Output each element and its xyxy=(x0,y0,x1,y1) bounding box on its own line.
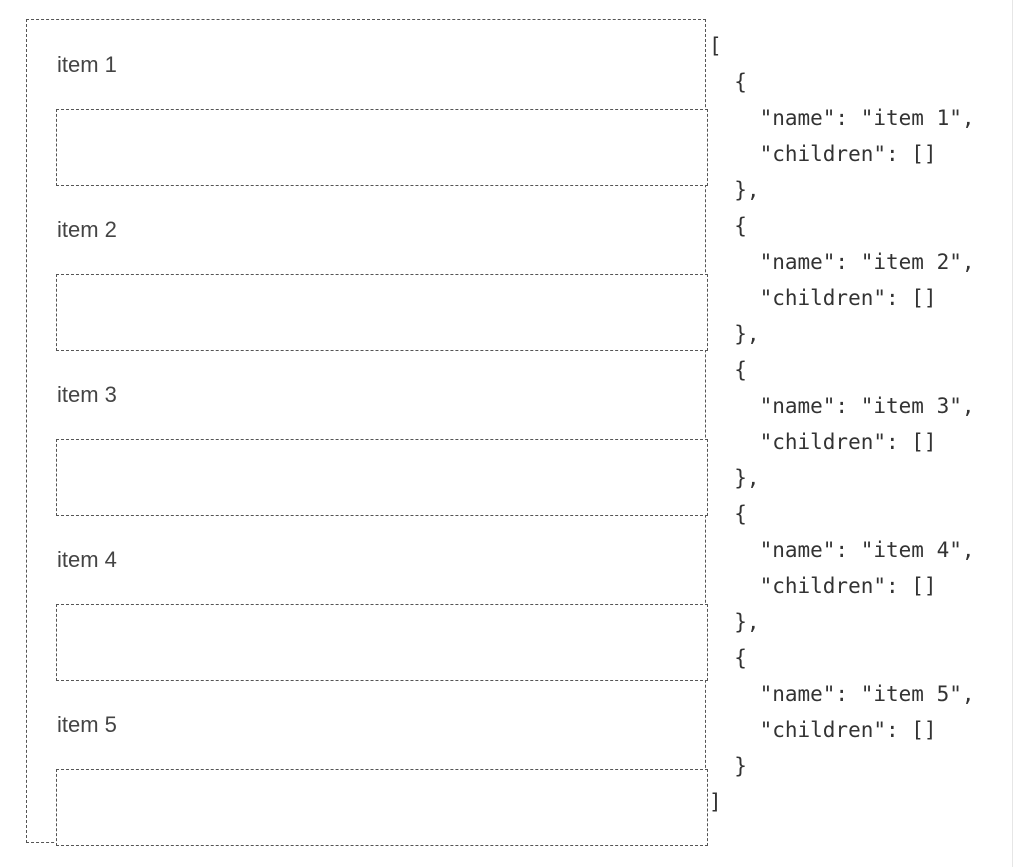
child-dropzone[interactable] xyxy=(56,604,708,681)
child-dropzone[interactable] xyxy=(56,439,708,516)
child-dropzone[interactable] xyxy=(56,109,708,186)
json-output: [ { "name": "item 1", "children": [] }, … xyxy=(709,34,975,814)
child-dropzone[interactable] xyxy=(56,769,708,846)
list-item-label[interactable]: item 1 xyxy=(57,52,117,77)
child-dropzone[interactable] xyxy=(56,274,708,351)
list-item-label[interactable]: item 3 xyxy=(57,382,117,407)
list-item-label[interactable]: item 5 xyxy=(57,712,117,737)
nested-list-root[interactable]: item 1 item 2 item 3 item 4 item 5 xyxy=(26,19,708,846)
list-item-label[interactable]: item 4 xyxy=(57,547,117,572)
list-item-label[interactable]: item 2 xyxy=(57,217,117,242)
